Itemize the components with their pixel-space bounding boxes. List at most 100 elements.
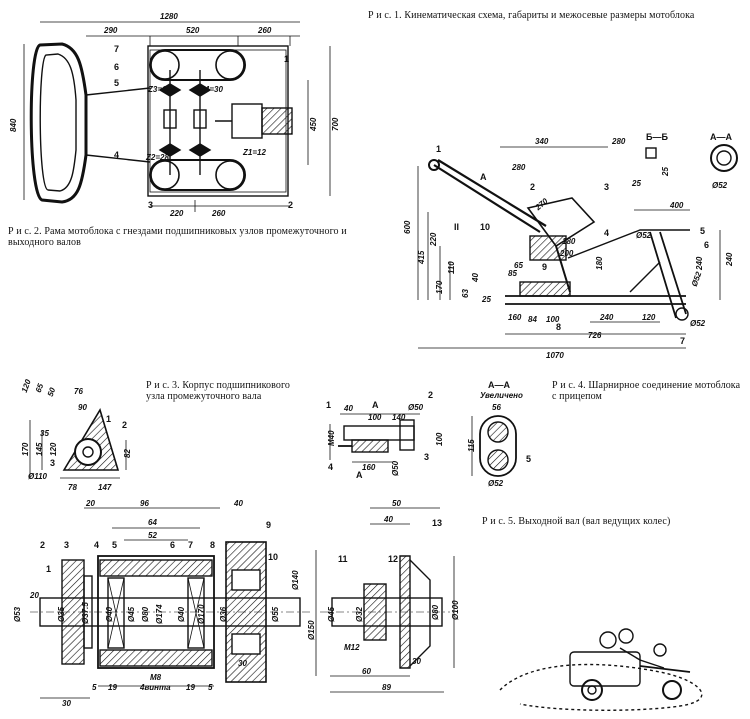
fig4-callout-a2: A: [356, 470, 363, 480]
fig3-callout-2: 2: [122, 420, 127, 430]
fig5-dim-40b: 40: [383, 515, 393, 524]
fig3-callout-3: 3: [50, 458, 55, 468]
fig5-dim-30a: 30: [62, 699, 71, 708]
fig2-callout-2: 2: [288, 200, 293, 210]
fig2-dim-700: 700: [331, 117, 340, 131]
fig5-dim-d174: Ø174: [155, 604, 164, 624]
fig1-callout-a: A: [480, 172, 487, 182]
fig5-callout-1: 1: [46, 564, 51, 574]
fig4-callout-3: 3: [424, 452, 429, 462]
fig1-sections: Б—Б A—A 25 25 Ø52: [631, 132, 732, 190]
fig3-dim-50: 50: [46, 386, 58, 398]
fig4-callouts: 1 2 3 4 5 A A: [326, 390, 531, 480]
fig5-dim-d53: Ø53: [13, 606, 22, 622]
fig1-callout-3: 3: [604, 182, 609, 192]
fig1-dim-180: 180: [595, 256, 604, 270]
fig4-dim-d50a: Ø50: [408, 403, 424, 412]
fig1-callout-9: 9: [542, 262, 547, 272]
fig4-callout-2: 2: [428, 390, 433, 400]
fig5-callout-6: 6: [170, 540, 175, 550]
fig5-dim-d45b: Ø45: [327, 606, 336, 622]
fig5-dim-d140: Ø140: [291, 570, 300, 590]
fig3-dim-d110: Ø110: [28, 472, 48, 481]
fig5-dim-20a: 20: [85, 499, 95, 508]
fig4-dim-140: 140: [392, 413, 406, 422]
fig1-dim-340: 340: [535, 137, 549, 146]
fig3-dim-82: 82: [123, 449, 132, 458]
fig1-callouts: 1 A 2 3 II 10 9 4 5 6 8 7: [436, 144, 709, 346]
fig2-dim-450: 450: [309, 117, 318, 132]
fig1-dim-d52c: Ø52: [690, 319, 706, 328]
fig4-dim-m40: M40: [327, 430, 336, 446]
fig3-dim-90: 90: [78, 403, 87, 412]
fig2-dimensions: 1280 290 520 260 840 450 700 220 260: [9, 12, 340, 218]
caption-fig1: Р и с. 1. Кинематическая схема, габариты…: [368, 10, 695, 21]
fig5-callout-11: 11: [338, 554, 348, 564]
fig1-dim-25: 25: [481, 295, 491, 304]
fig4-section-115: 115: [467, 439, 476, 452]
fig2-dim-left: 290: [103, 26, 118, 35]
fig1-section-aa: A—A: [710, 132, 732, 142]
fig1-dim-180b: 180: [562, 237, 576, 246]
fig1-dim-280a: 280: [511, 163, 526, 172]
fig3-housing-drawing: [29, 408, 127, 479]
fig1-callout-ii: II: [454, 222, 459, 232]
fig5-dim-96: 96: [140, 499, 149, 508]
fig3-dim-65: 65: [34, 382, 46, 394]
fig5-callout-3: 3: [64, 540, 69, 550]
fig5-dim-m8: M8: [150, 673, 162, 682]
fig5-callout-13: 13: [432, 518, 442, 528]
fig1-dim-d52b: Ø52: [690, 270, 704, 288]
fig3-dim-120b: 120: [49, 442, 58, 456]
fig4-dim-100b: 100: [435, 432, 444, 446]
fig1-dimensions: 340 280 280 270 600 415 220 110 170 85 6…: [403, 137, 734, 360]
fig5-dim-d80b: Ø80: [431, 604, 440, 620]
fig5-dim-d40b: Ø40: [177, 606, 186, 622]
fig2-z4: Z4=30: [199, 85, 223, 94]
fig5-dim-d36: Ø36: [219, 606, 228, 622]
fig3-dim-147: 147: [98, 483, 112, 492]
fig1-dim-220: 220: [429, 232, 438, 247]
fig5-dim-89: 89: [382, 683, 391, 692]
fig3-dim-145: 145: [35, 442, 44, 456]
fig1-dim-1070: 1070: [546, 351, 564, 360]
fig4-callout-4: 4: [328, 462, 333, 472]
fig1-callout-5: 5: [700, 226, 705, 236]
fig1-dim-415: 415: [417, 250, 426, 265]
fig1-dim-600: 600: [403, 220, 412, 234]
fig1-dim-726: 726: [588, 331, 602, 340]
fig5-dim-d100: Ø100: [451, 600, 460, 620]
fig4-callout-1: 1: [326, 400, 331, 410]
fig4-dim-160: 160: [362, 463, 376, 472]
fig5-callout-4: 4: [94, 540, 99, 550]
fig2-z1: Z1=12: [242, 148, 266, 157]
fig4-dim-40: 40: [343, 404, 353, 413]
fig1-section-25a: 25: [661, 167, 670, 177]
fig5-dim-d55: Ø55: [271, 606, 280, 622]
fig5-dim-40a: 40: [233, 499, 243, 508]
fig2-dim-overall: 1280: [160, 12, 178, 21]
caption-fig5: Р и с. 5. Выходной вал (вал ведущих коле…: [482, 516, 671, 527]
fig5-dim-d40a: Ø40: [105, 606, 114, 622]
fig5-dim-5a: 5: [92, 683, 97, 692]
fig5-callout-5: 5: [112, 540, 117, 550]
fig3-dim-120a: 120: [20, 378, 33, 394]
fig5-dim-19b: 19: [186, 683, 195, 692]
fig1-dim-280b: 280: [611, 137, 626, 146]
fig1-callout-1: 1: [436, 144, 441, 154]
fig4-hitch-drawing: [329, 413, 517, 477]
fig1-dim-65: 65: [514, 261, 523, 270]
fig2-callout-3: 3: [148, 200, 153, 210]
fig2-callout-4: 4: [114, 150, 119, 160]
fig5-dim-60: 60: [362, 667, 371, 676]
fig5-dim-5b: 5: [208, 683, 213, 692]
fig2-frame-drawing: [23, 21, 331, 212]
fig5-dim-d375: Ø37.5: [81, 602, 90, 624]
fig1-dim-100: 100: [546, 315, 560, 324]
fig2-z3: Z3=12: [147, 85, 171, 94]
fig1-dim-110: 110: [447, 261, 456, 274]
fig4-section-56: 56: [492, 403, 501, 412]
fig1-section-25b: 25: [631, 179, 641, 188]
fig1-dim-120: 120: [642, 313, 656, 322]
fig5-dim-4screws: 4винта: [139, 683, 171, 692]
